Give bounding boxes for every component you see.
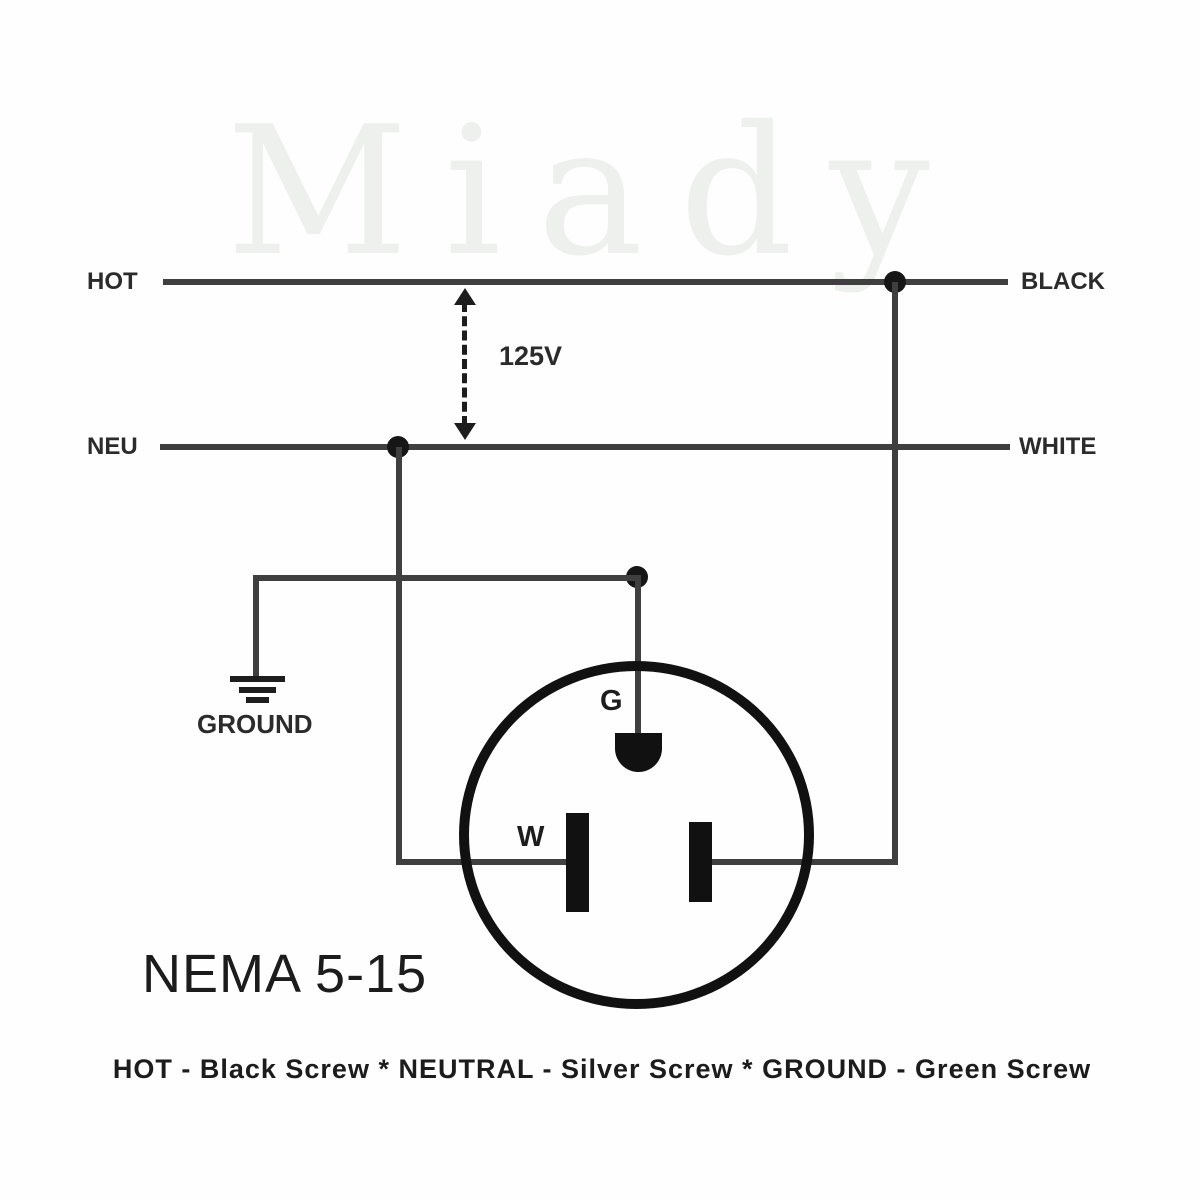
voltage-arrowhead-up-icon <box>454 288 476 305</box>
ground-symbol-stem <box>253 575 259 678</box>
ground-run-wire <box>253 575 641 581</box>
ground-pin <box>615 733 662 772</box>
neutral-slot-label: W <box>517 821 545 853</box>
ground-label: GROUND <box>197 709 313 739</box>
voltage-arrowhead-down-icon <box>454 423 476 440</box>
ground-symbol-bar-2 <box>239 687 276 693</box>
hot-drop-wire <box>892 282 898 865</box>
plug-face-circle <box>459 661 814 1009</box>
neutral-drop-wire <box>396 447 402 865</box>
ground-symbol-bar-3 <box>246 697 269 703</box>
white-wire-label: WHITE <box>1019 433 1097 460</box>
voltage-arrow-dashed-line <box>462 302 467 426</box>
diagram-title: NEMA 5-15 <box>142 944 428 1004</box>
neutral-slot-pin <box>566 813 589 912</box>
neutral-wire-label: NEU <box>87 433 138 460</box>
neutral-wire <box>160 444 1010 450</box>
brand-watermark: Miady <box>226 88 966 295</box>
black-wire-label: BLACK <box>1021 268 1105 295</box>
hot-wire-label: HOT <box>87 268 138 295</box>
hot-slot-pin <box>689 822 712 902</box>
screw-color-legend: HOT - Black Screw * NEUTRAL - Silver Scr… <box>112 1054 1092 1084</box>
ground-pin-label: G <box>600 685 623 717</box>
voltage-value: 125V <box>499 341 563 371</box>
hot-wire <box>163 279 1008 285</box>
ground-symbol-bar-1 <box>230 676 285 682</box>
